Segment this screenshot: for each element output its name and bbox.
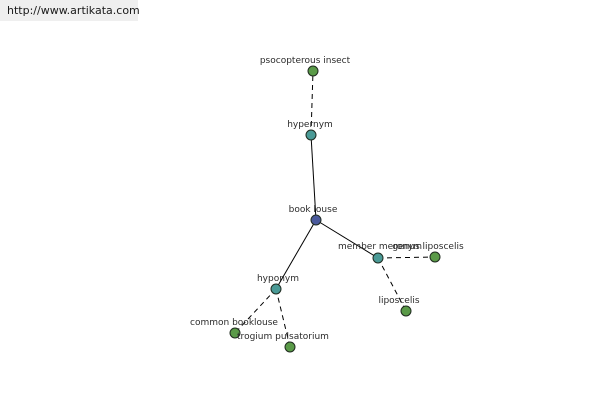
labels-layer: book louse hypernym psocopterous insect mem… (190, 56, 464, 342)
node-book-louse[interactable] (310, 214, 322, 226)
node-hypernym[interactable] (305, 129, 317, 141)
source-url-link[interactable]: http://www.artikata.com (0, 0, 140, 21)
node-label-hypernym[interactable]: hypernym (287, 120, 333, 130)
node-label-trogium-pulsatorium[interactable]: trogium pulsatorium (237, 332, 329, 342)
node-genus-liposcelis[interactable] (429, 251, 441, 263)
edge-member-meronym-to-liposcelis (377, 257, 407, 312)
node-label-member-meronym[interactable]: member meronym (338, 242, 422, 252)
edges-layer (234, 70, 436, 348)
node-label-common-booklouse[interactable]: common booklouse (190, 318, 278, 328)
node-label-hyponym[interactable]: hyponym (257, 274, 299, 284)
node-common-booklouse[interactable] (229, 327, 241, 339)
node-psocopterous-insect[interactable] (307, 65, 319, 77)
node-label-psocopterous-insect[interactable]: psocopterous insect (260, 56, 351, 66)
edge-book-louse-to-hyponym (275, 219, 317, 290)
node-hyponym[interactable] (270, 283, 282, 295)
node-liposcelis[interactable] (400, 305, 412, 317)
edge-member-meronym-to-genus-liposcelis (377, 256, 436, 259)
nodes-layer (229, 65, 441, 353)
edge-hypernym-to-psocopterous-insect (310, 70, 314, 136)
node-label-liposcelis[interactable]: liposcelis (378, 296, 419, 306)
node-label-genus-liposcelis[interactable]: genus liposcelis (392, 242, 464, 252)
edge-hyponym-to-trogium-pulsatorium (275, 288, 291, 348)
node-trogium-pulsatorium[interactable] (284, 341, 296, 353)
edge-book-louse-to-hypernym (310, 134, 317, 221)
edge-book-louse-to-member-meronym (315, 219, 379, 259)
node-label-book-louse[interactable]: book louse (289, 205, 338, 215)
node-member-meronym[interactable] (372, 252, 384, 264)
edge-hyponym-to-common-booklouse (234, 288, 277, 334)
